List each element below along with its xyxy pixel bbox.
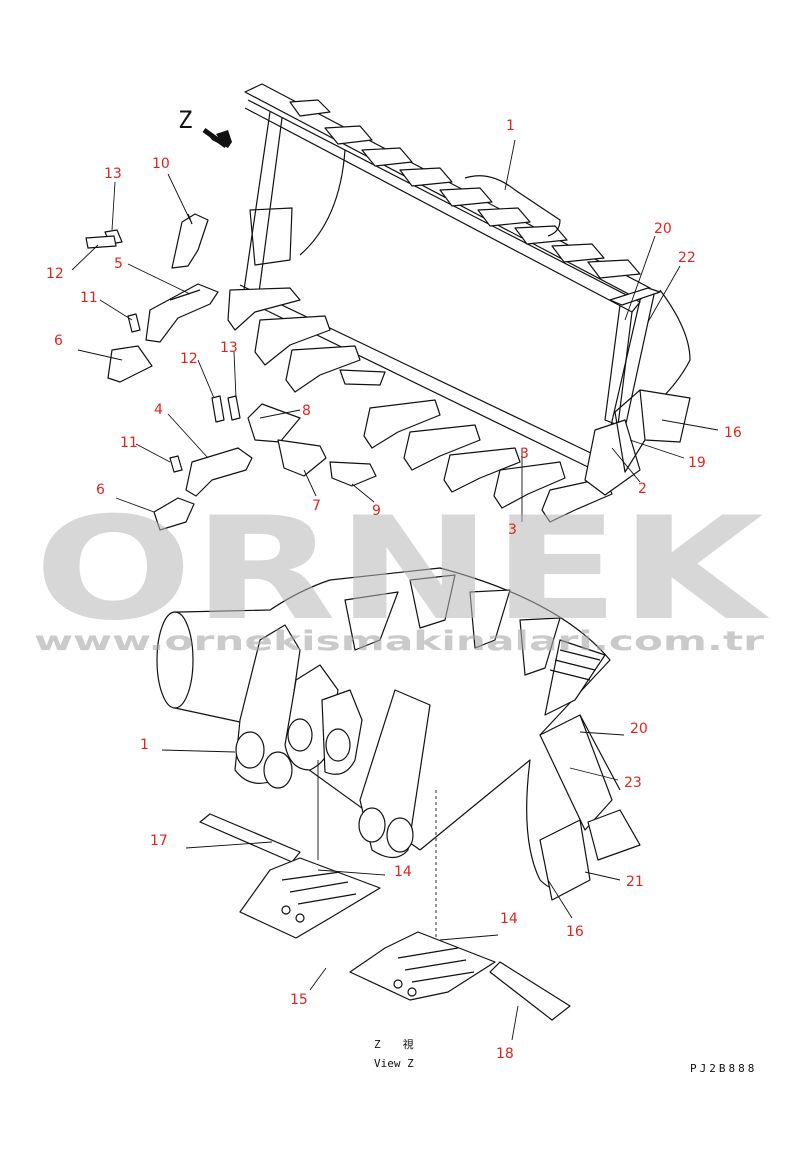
part-labels-top: 1 20 22 16 19 2 3 3 13 10 12 5 11 6 13 1… [46,118,742,538]
part-label: 19 [688,455,706,471]
part-label: 20 [654,221,672,237]
part-label: 12 [46,266,64,282]
part-label: 18 [496,1046,514,1062]
part-label: 5 [114,256,123,272]
part-label: 6 [54,333,63,349]
view-caption: Z 視 View Z [374,1037,414,1070]
part-label: 23 [624,775,642,791]
part-label: 22 [678,250,696,266]
watermark: ORNEK www.ornekismakinalari.com.tr [34,487,771,657]
part-label: 10 [152,156,170,172]
part-label: 11 [80,290,98,306]
part-labels-bottom: 1 20 23 17 14 21 14 16 15 18 [140,721,648,1062]
part-label: 15 [290,992,308,1008]
part-label: 13 [220,340,238,356]
drawing-code: PJ2B888 [690,1062,757,1075]
view-z-marker: Z [178,106,232,149]
bottom-plates [199,813,571,1021]
part-label: 3 [520,446,529,462]
part-label: 8 [302,403,311,419]
part-label: 9 [372,503,381,519]
part-label: 14 [500,911,518,927]
part-label: 11 [120,435,138,451]
view-caption-en: View Z [374,1057,414,1070]
watermark-brand: ORNEK [34,487,771,652]
part-label: 14 [394,864,412,880]
bucket-top-view [227,83,691,523]
view-caption-jp: Z 視 [374,1037,414,1051]
part-label: 3 [508,522,517,538]
bucket-bottom-view [156,567,641,990]
part-label: 1 [506,118,515,134]
watermark-url: www.ornekismakinalari.com.tr [34,626,765,657]
part-label: 17 [150,833,168,849]
leader-lines [71,139,719,1041]
part-label: 6 [96,482,105,498]
part-label: 13 [104,166,122,182]
part-label: 16 [724,425,742,441]
view-marker-letter: Z [178,106,192,134]
part-label: 1 [140,737,149,753]
part-label: 2 [638,481,647,497]
part-label: 4 [154,402,163,418]
part-label: 12 [180,351,198,367]
part-label: 16 [566,924,584,940]
part-label: 7 [312,498,321,514]
part-label: 20 [630,721,648,737]
loose-parts-top [85,213,377,531]
part-label: 21 [626,874,644,890]
